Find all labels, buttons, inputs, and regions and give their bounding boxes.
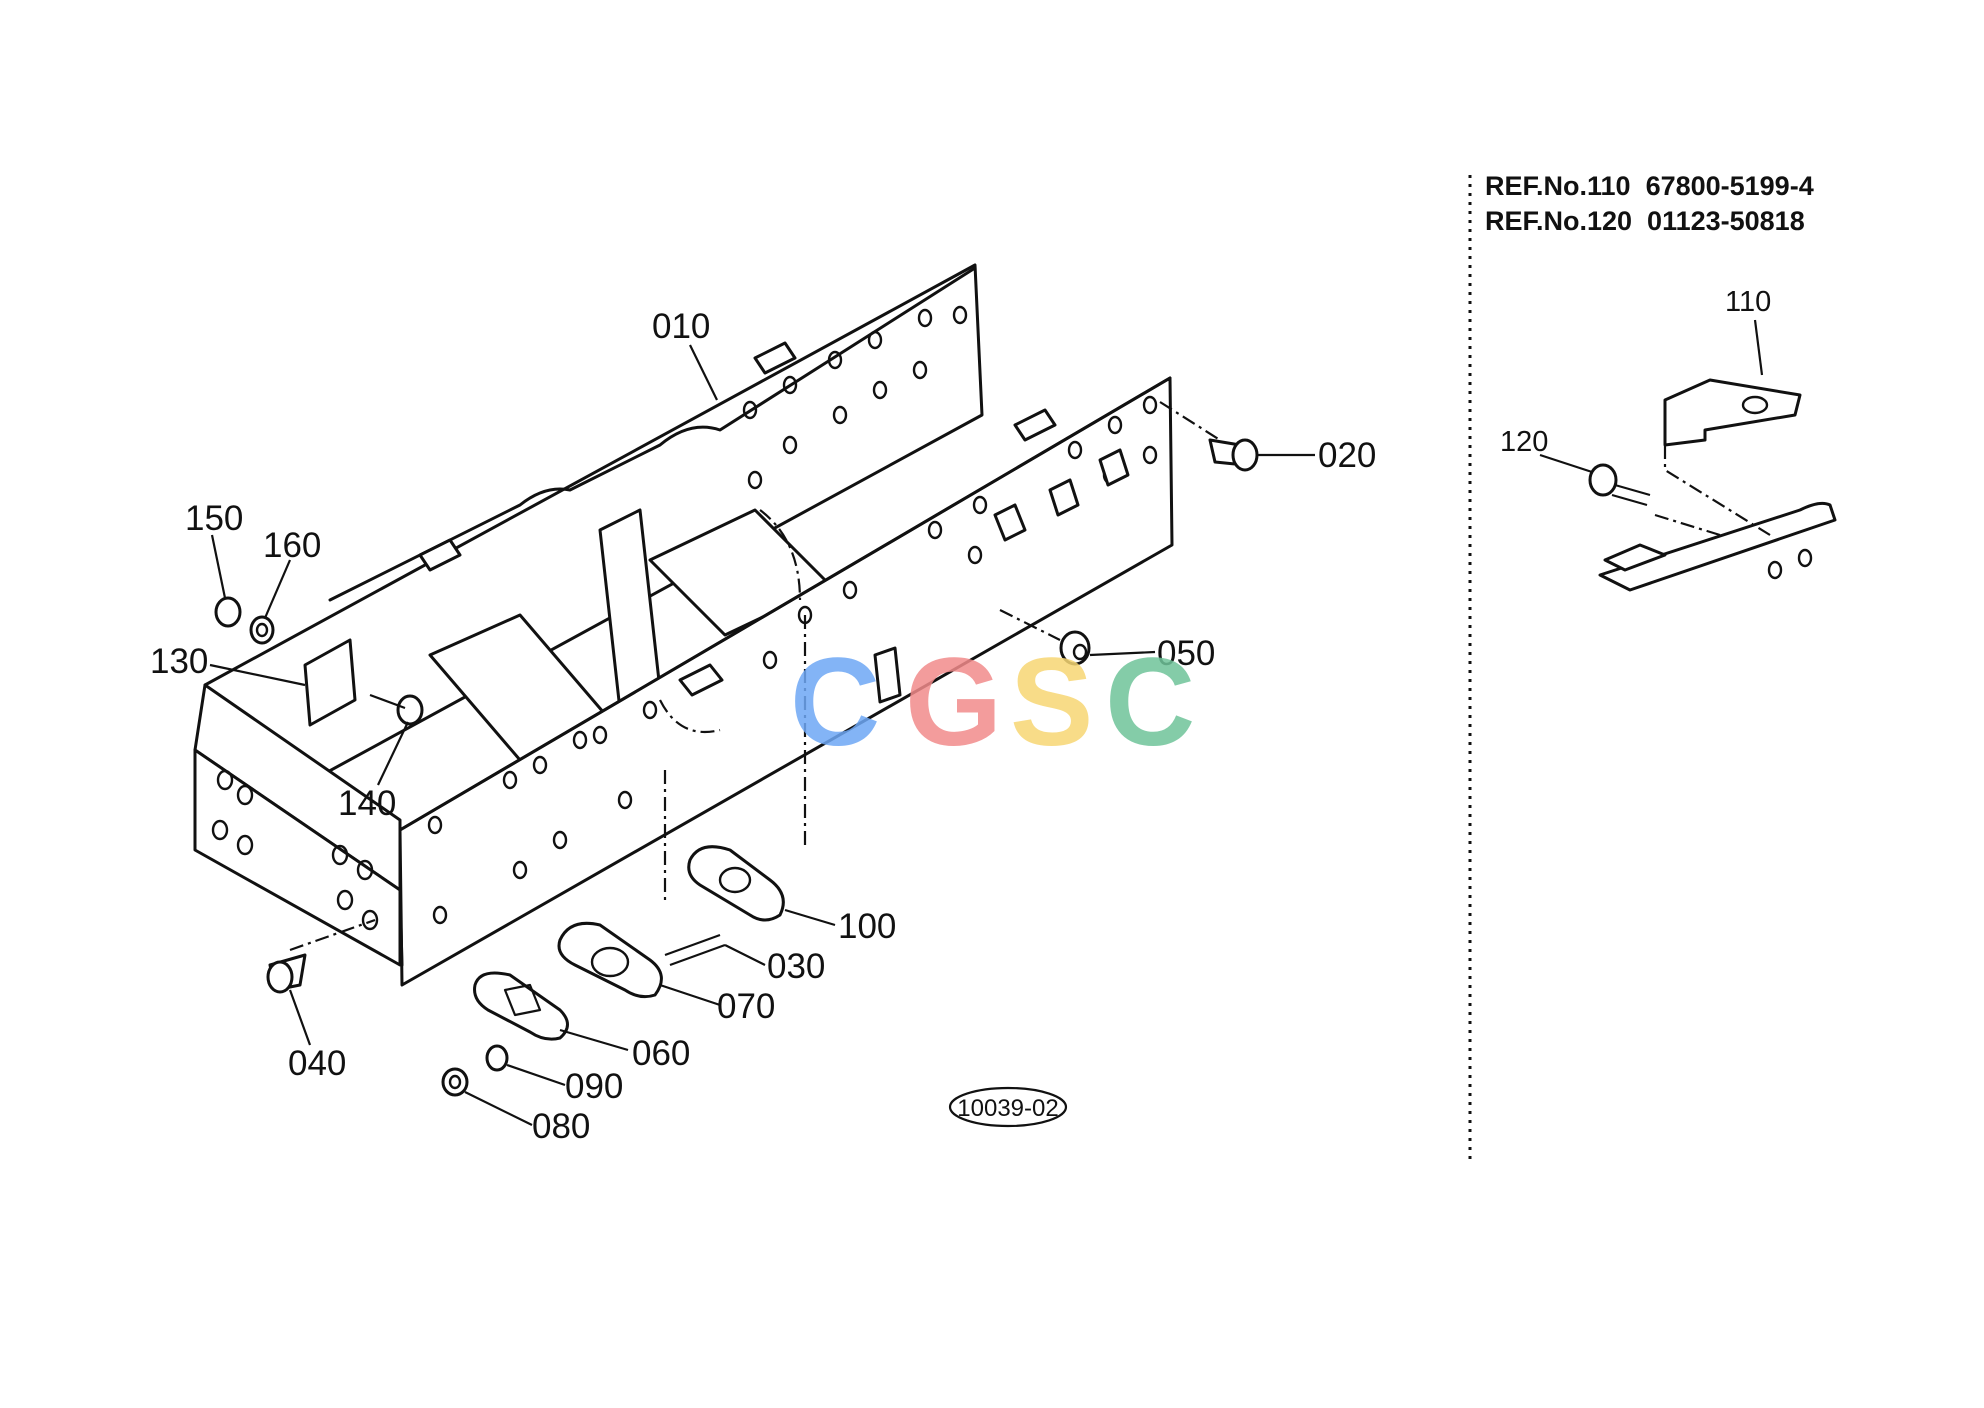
bolt-020 bbox=[1159, 401, 1315, 472]
watermark-logo: C G S C bbox=[790, 633, 1195, 772]
watermark-letter-3: S bbox=[1010, 633, 1093, 772]
frame-assembly bbox=[193, 263, 1174, 987]
washer-090 bbox=[485, 1044, 509, 1072]
plug-040 bbox=[266, 918, 376, 1046]
label-130: 130 bbox=[150, 642, 208, 681]
label-080: 080 bbox=[532, 1107, 590, 1146]
ref-note-110: REF.No.110 67800-5199-4 bbox=[1485, 171, 1814, 201]
label-160: 160 bbox=[263, 526, 321, 565]
label-090: 090 bbox=[565, 1067, 623, 1106]
frame-tab-1 bbox=[418, 538, 462, 572]
flange-100 bbox=[687, 845, 785, 922]
label-110: 110 bbox=[1725, 286, 1771, 318]
square-nut-3 bbox=[1098, 448, 1130, 487]
drawing-code-oval bbox=[948, 1086, 1068, 1128]
drawing-code-text: 10039-02 bbox=[957, 1095, 1058, 1122]
square-nut-4 bbox=[1013, 408, 1057, 442]
end-plate-holes bbox=[211, 769, 379, 931]
label-030: 030 bbox=[767, 947, 825, 986]
nut-080 bbox=[441, 1067, 469, 1097]
label-060: 060 bbox=[632, 1034, 690, 1073]
label-020: 020 bbox=[1318, 436, 1376, 475]
label-040: 040 bbox=[288, 1044, 346, 1083]
inset-detail bbox=[1539, 319, 1837, 592]
bracket-110 bbox=[1663, 378, 1802, 447]
label-120: 120 bbox=[1500, 426, 1548, 458]
frame-front-top-edge bbox=[398, 376, 1172, 832]
flange-060 bbox=[473, 971, 569, 1041]
flange-070 bbox=[557, 921, 663, 999]
label-070: 070 bbox=[717, 987, 775, 1026]
clip-bracket bbox=[678, 663, 724, 697]
label-140: 140 bbox=[338, 784, 396, 823]
bracket-130-bolt-140 bbox=[209, 638, 424, 786]
frame-tab-2 bbox=[753, 341, 797, 375]
collar-050 bbox=[999, 609, 1156, 666]
watermark-letter-2: G bbox=[905, 633, 1002, 772]
stud-030 bbox=[664, 933, 726, 967]
part-labels: 010 020 030 040 050 060 070 080 090 100 … bbox=[150, 286, 1771, 1146]
hidden-outline bbox=[659, 509, 802, 734]
reference-notes: REF.No.110 67800-5199-4 REF.No.120 01123… bbox=[1485, 171, 1814, 236]
label-010: 010 bbox=[652, 307, 710, 346]
label-100: 100 bbox=[838, 907, 896, 946]
drawing-code-badge: 10039-02 bbox=[948, 1086, 1068, 1128]
bolt-120 bbox=[1588, 463, 1618, 497]
nut-washer-150-160 bbox=[210, 534, 292, 645]
flange-group bbox=[441, 615, 836, 1126]
front-plate-holes bbox=[427, 395, 1158, 925]
rear-plate-holes bbox=[742, 305, 968, 490]
label-150: 150 bbox=[185, 499, 243, 538]
square-nut-1 bbox=[993, 503, 1027, 542]
square-nut-2 bbox=[1048, 478, 1080, 517]
frame-block bbox=[873, 646, 902, 704]
leader-010 bbox=[689, 344, 718, 401]
watermark-letter-1: C bbox=[790, 633, 880, 772]
frame-fragment bbox=[1598, 501, 1837, 592]
frame-rear-edge bbox=[328, 266, 977, 602]
label-050: 050 bbox=[1157, 634, 1215, 673]
ref-note-120: REF.No.120 01123-50818 bbox=[1485, 206, 1805, 236]
watermark-letter-4: C bbox=[1105, 633, 1195, 772]
